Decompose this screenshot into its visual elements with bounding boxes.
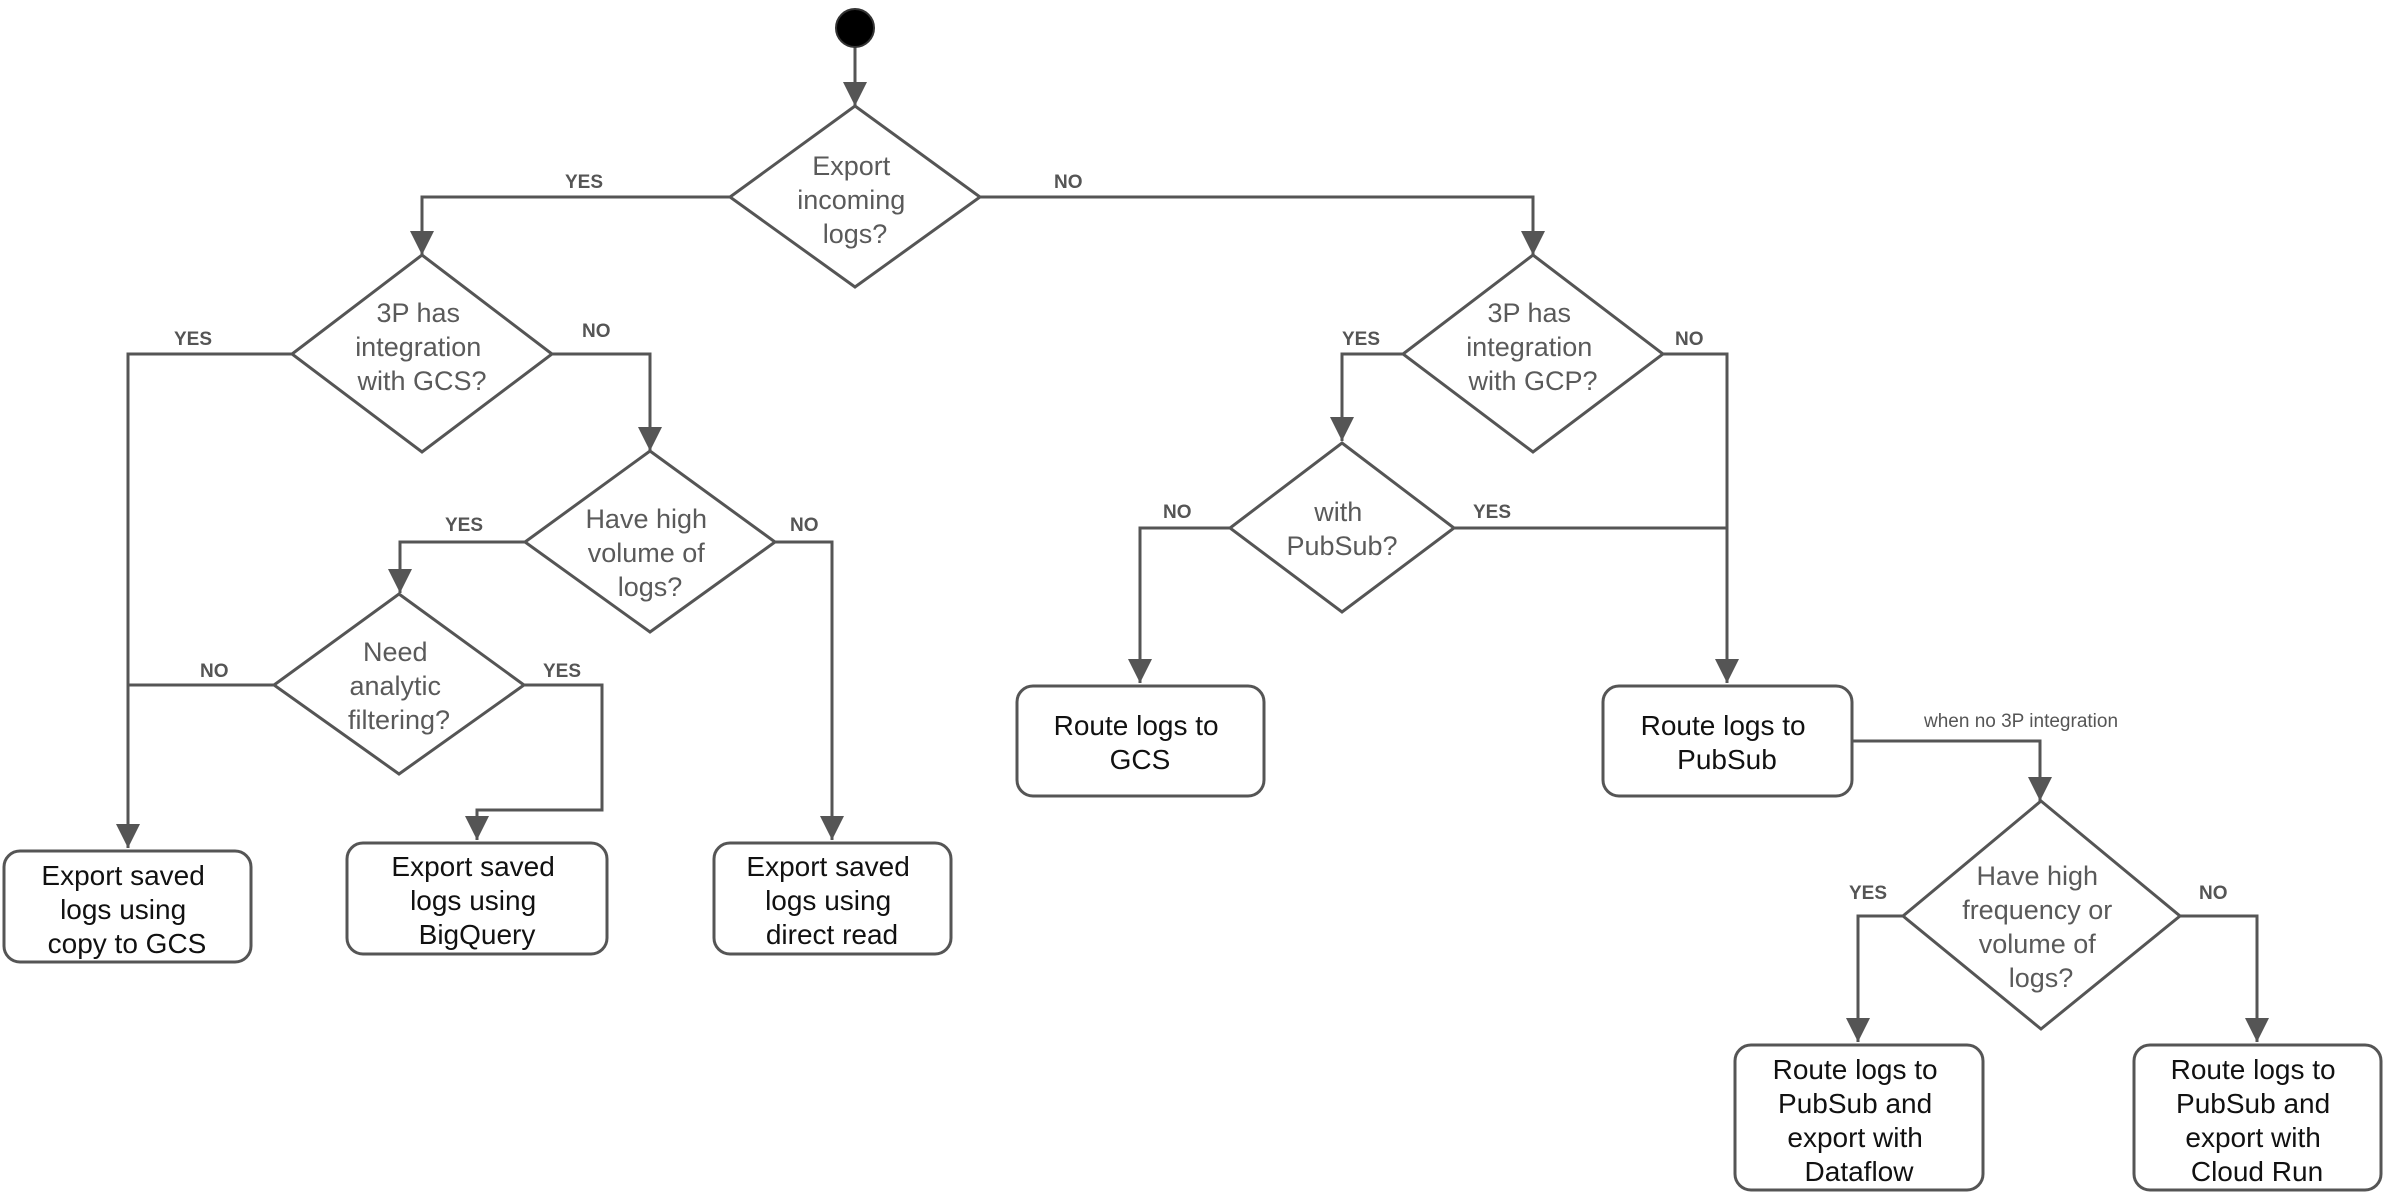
note-no-3p-integration: when no 3P integration	[1923, 711, 2118, 732]
outcome-bigquery: Export saved logs using BigQuery	[345, 841, 609, 956]
label-volume-yes: YES	[445, 515, 483, 536]
decision-high-frequency: Have high frequency or volume of logs?	[1900, 799, 2183, 1031]
label-pubsub-no: NO	[1163, 502, 1192, 523]
decision-analytic-filtering: Need analytic filtering?	[271, 592, 527, 776]
svg-text:Export saved logs using: Export saved logs using direct read	[746, 851, 917, 950]
svg-text:Need analytic filt: Need analytic filtering?	[348, 637, 450, 735]
edges	[116, 47, 2269, 1042]
edge-frequency-no	[2180, 914, 2269, 1042]
svg-text:Have high frequency or: Have high frequency or volume of logs?	[1962, 861, 2120, 993]
svg-text:Export saved logs using: Export saved logs using copy to GCS	[41, 860, 212, 959]
start-node	[835, 8, 875, 48]
edge-frequency-yes	[1846, 914, 1903, 1042]
edge-gcp-no	[1663, 352, 1739, 683]
decision-high-volume: Have high volume of logs?	[522, 449, 778, 634]
edge-pubsub-no	[1128, 526, 1230, 683]
edge-filter-yes	[465, 683, 604, 840]
svg-text:Route logs to PubSub: Route logs to PubSub	[1641, 710, 1814, 775]
label-filter-yes: YES	[543, 661, 581, 682]
svg-text:Export incoming lo: Export incoming logs?	[797, 151, 913, 249]
svg-text:Have high volume of: Have high volume of logs?	[585, 504, 714, 602]
edge-gcp-yes	[1330, 352, 1403, 441]
label-pubsub-yes: YES	[1473, 502, 1511, 523]
decision-gcs-integration: 3P has integration with GCS?	[289, 253, 555, 454]
svg-text:Route logs to PubSub and: Route logs to PubSub and export with Dat…	[1773, 1054, 1946, 1187]
svg-text:Route logs to PubSub and: Route logs to PubSub and export with Clo…	[2171, 1054, 2344, 1187]
label-export-yes: YES	[565, 172, 603, 193]
edge-gcs-no	[552, 352, 662, 451]
outcome-route-pubsub: Route logs to PubSub	[1601, 684, 1854, 798]
edge-export-yes	[410, 195, 730, 255]
edge-gcs-yes	[116, 352, 292, 848]
edge-route-pubsub-to-frequency	[1852, 739, 2052, 801]
decision-export-incoming: Export incoming logs?	[727, 104, 983, 289]
outcome-direct-read: Export saved logs using direct read	[712, 841, 953, 956]
outcome-copy-to-gcs: Export saved logs using copy to GCS	[2, 849, 253, 964]
edge-labels: YES NO YES NO YES NO NO YES YES NO NO YE…	[174, 172, 2228, 904]
label-gcs-yes: YES	[174, 329, 212, 350]
label-frequency-no: NO	[2199, 883, 2228, 904]
label-frequency-yes: YES	[1849, 883, 1887, 904]
label-volume-no: NO	[790, 515, 819, 536]
label-filter-no: NO	[200, 661, 229, 682]
svg-text:3P has integration: 3P has integration with GCS?	[355, 298, 489, 396]
edge-volume-yes	[388, 540, 525, 593]
svg-text:Route logs to GCS: Route logs to GCS	[1054, 710, 1227, 775]
outcome-dataflow: Route logs to PubSub and export with Dat…	[1733, 1043, 1985, 1192]
svg-text:Export saved logs using: Export saved logs using BigQuery	[391, 851, 562, 950]
label-gcp-no: NO	[1675, 329, 1704, 350]
label-gcs-no: NO	[582, 321, 611, 342]
decision-with-pubsub: with PubSub?	[1227, 441, 1457, 614]
decision-gcp-integration: 3P has integration with GCP?	[1400, 253, 1666, 454]
edge-volume-no	[775, 540, 844, 840]
svg-text:3P has integration: 3P has integration with GCP?	[1466, 298, 1600, 396]
svg-text:with PubSub?: with PubSub?	[1286, 497, 1397, 561]
edge-export-no	[980, 195, 1545, 255]
outcome-cloud-run: Route logs to PubSub and export with Clo…	[2132, 1043, 2383, 1192]
label-export-no: NO	[1054, 172, 1083, 193]
outcome-route-gcs: Route logs to GCS	[1015, 684, 1266, 798]
label-gcp-yes: YES	[1342, 329, 1380, 350]
